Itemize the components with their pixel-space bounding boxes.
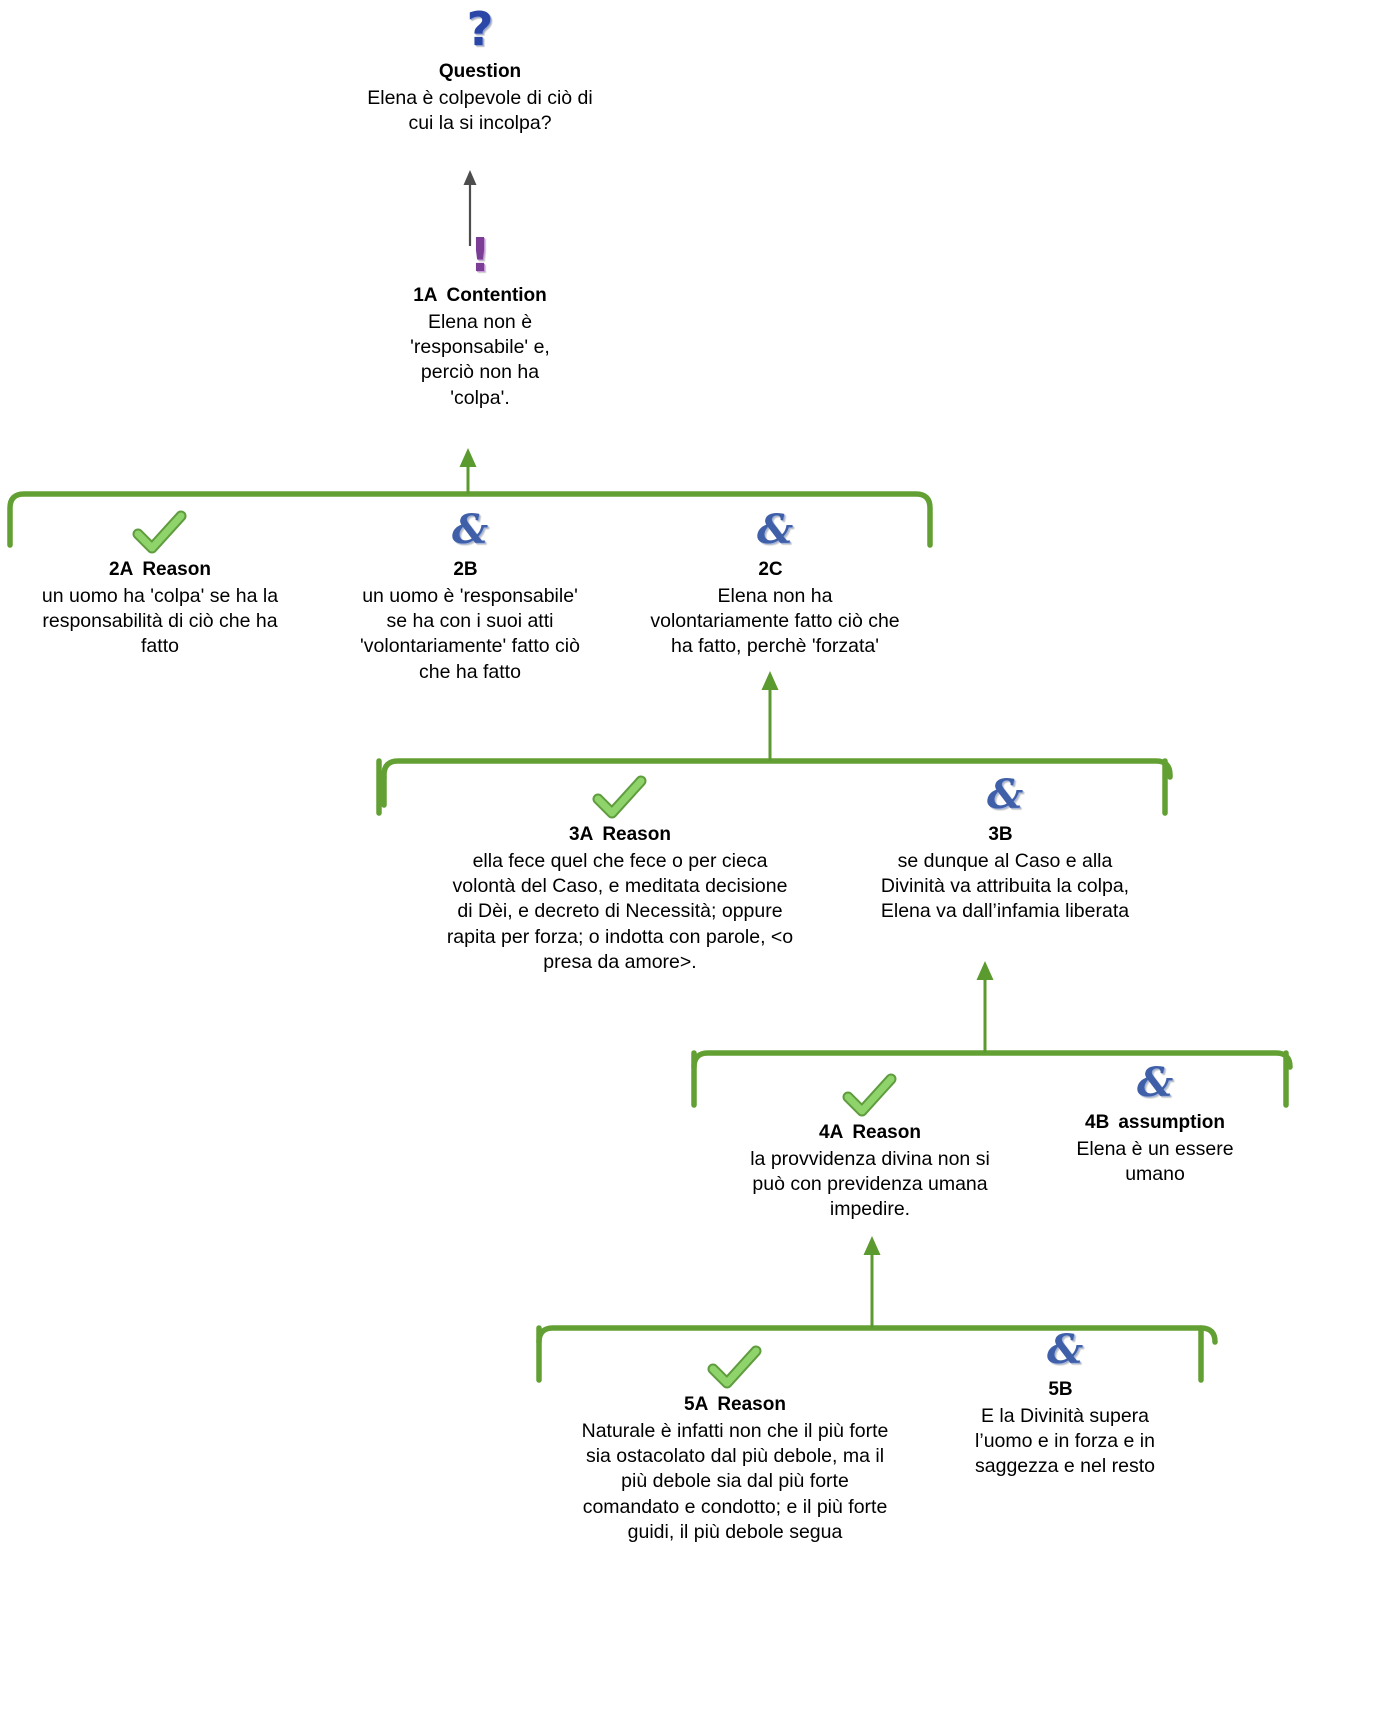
- node-question-header: Question: [320, 60, 640, 84]
- node-5B-header: 5B: [930, 1378, 1200, 1402]
- edge-row3-right-drop: [1160, 758, 1170, 817]
- node-4B-number: 4B: [1085, 1112, 1110, 1133]
- node-1A-number: 1A: [413, 285, 438, 306]
- edge-row4-left-drop: [689, 1050, 699, 1109]
- edge-row2-to-1A: [0, 440, 960, 550]
- edge-row5-left-drop: [534, 1325, 544, 1384]
- node-1A-type: Contention: [446, 285, 547, 306]
- node-2B-header: 2B: [325, 558, 615, 582]
- node-5A-number: 5A: [684, 1394, 709, 1415]
- node-1A-header: 1A Contention: [350, 284, 610, 308]
- node-question-type: Question: [438, 61, 522, 82]
- node-3A-reason[interactable]: 3A Reason ella fece quel che fece o per c…: [400, 775, 840, 975]
- green-check-icon: [715, 1073, 1025, 1119]
- edge-row3-left-drop: [374, 758, 384, 817]
- node-2C-copremise[interactable]: & 2C Elena non ha volontariamente fatto …: [615, 510, 935, 660]
- green-check-icon: [5, 510, 315, 556]
- node-2A-number: 2A: [109, 559, 134, 580]
- node-2A-type: Reason: [142, 559, 211, 580]
- node-1A-text: Elena non è 'responsabile' e, perciò non…: [410, 310, 550, 409]
- node-2C-text: Elena non ha volontariamente fatto ciò c…: [650, 584, 900, 658]
- node-2A-reason[interactable]: 2A Reason un uomo ha 'colpa' se ha la res…: [5, 510, 315, 660]
- node-3A-text: ella fece quel che fece o per cieca volo…: [446, 849, 794, 974]
- node-3B-text: se dunque al Caso e alla Divinità va att…: [880, 849, 1130, 923]
- node-4B-text: Elena è un essere umano: [1076, 1137, 1234, 1186]
- green-check-icon: [400, 775, 840, 821]
- node-2B-number: 2B: [453, 559, 478, 580]
- ampersand-icon: &: [1046, 1326, 1084, 1373]
- node-3B-copremise[interactable]: & 3B se dunque al Caso e alla Divinità v…: [840, 775, 1170, 925]
- exclamation-mark-icon: !: [469, 228, 491, 282]
- node-question[interactable]: ? Question Elena è colpevole di ciò di c…: [320, 6, 640, 136]
- node-5B-text: E la Divinità supera l’uomo e in forza e…: [975, 1404, 1155, 1478]
- node-2A-text: un uomo ha 'colpa' se ha la responsabili…: [41, 584, 279, 658]
- node-4A-number: 4A: [819, 1122, 844, 1143]
- node-5A-text: Naturale è infatti non che il più forte …: [581, 1419, 889, 1544]
- node-3A-type: Reason: [602, 824, 671, 845]
- node-4A-type: Reason: [852, 1122, 921, 1143]
- ampersand-icon: &: [1136, 1059, 1174, 1106]
- edge-row3-to-2C: [370, 665, 1180, 808]
- node-4A-header: 4A Reason: [715, 1121, 1025, 1145]
- question-mark-icon: ?: [466, 2, 494, 56]
- node-2B-copremise[interactable]: & 2B un uomo è 'responsabile' se ha con …: [325, 510, 615, 685]
- node-4A-text: la provvidenza divina non si può con pre…: [750, 1147, 990, 1221]
- node-3A-number: 3A: [569, 824, 594, 845]
- edge-1A-to-question: [430, 168, 510, 248]
- node-4B-type: assumption: [1118, 1112, 1225, 1133]
- green-check-icon: [550, 1345, 920, 1391]
- node-2C-number: 2C: [758, 559, 783, 580]
- node-5A-reason[interactable]: 5A Reason Naturale è infatti non che il p…: [550, 1345, 920, 1545]
- node-2A-header: 2A Reason: [5, 558, 315, 582]
- node-5A-header: 5A Reason: [550, 1393, 920, 1417]
- node-2B-text: un uomo è 'responsabile' se ha con i suo…: [360, 584, 580, 683]
- node-3B-header: 3B: [840, 823, 1170, 847]
- node-5A-type: Reason: [717, 1394, 786, 1415]
- node-3B-number: 3B: [988, 824, 1013, 845]
- ampersand-icon: &: [451, 506, 489, 553]
- node-5B-copremise[interactable]: & 5B E la Divinità supera l’uomo e in fo…: [930, 1330, 1200, 1480]
- node-3A-header: 3A Reason: [400, 823, 840, 847]
- ampersand-icon: &: [756, 506, 794, 553]
- edge-row5-right-drop: [1196, 1325, 1206, 1384]
- edge-row4-right-drop: [1281, 1050, 1291, 1109]
- node-question-text: Elena è colpevole di ciò di cui la si in…: [367, 86, 593, 135]
- node-4B-header: 4B assumption: [1030, 1111, 1280, 1135]
- node-2C-header: 2C: [615, 558, 935, 582]
- ampersand-icon: &: [986, 771, 1024, 818]
- node-5B-number: 5B: [1048, 1379, 1073, 1400]
- node-4A-reason[interactable]: 4A Reason la provvidenza divina non si pu…: [715, 1073, 1025, 1223]
